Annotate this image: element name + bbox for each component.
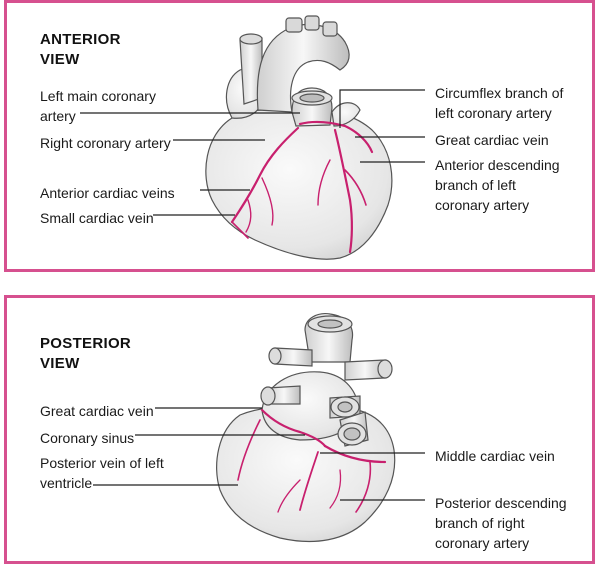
label-anterior-cardiac-veins: Anterior cardiac veins <box>40 185 175 201</box>
label-posterior-vein-left-ventricle: Posterior vein of left ventricle <box>40 455 164 491</box>
anterior-heart-body <box>205 108 393 260</box>
label-left-main-coronary-artery: Left main coronary artery <box>40 88 156 124</box>
label-circumflex-branch: Circumflex branch of left coronary arter… <box>435 85 564 121</box>
anterior-leader-lines <box>80 89 425 216</box>
label-anterior-descending-branch: Anterior descending branch of left coron… <box>435 157 560 213</box>
label-coronary-sinus: Coronary sinus <box>40 430 135 446</box>
posterior-coronary-vessels <box>237 408 387 513</box>
posterior-view-title: POSTERIOR VIEW <box>40 335 132 372</box>
posterior-heart-illustration <box>216 313 396 543</box>
anterior-aorta <box>256 23 350 113</box>
label-great-cardiac-vein-posterior: Great cardiac vein <box>40 403 154 419</box>
label-great-cardiac-vein-anterior: Great cardiac vein <box>435 132 549 148</box>
posterior-leader-lines <box>93 407 425 501</box>
label-right-coronary-artery: Right coronary artery <box>40 135 171 151</box>
anterior-heart-illustration <box>205 15 393 260</box>
label-small-cardiac-vein: Small cardiac vein <box>40 210 154 226</box>
label-middle-cardiac-vein: Middle cardiac vein <box>435 448 555 464</box>
anterior-view-title: ANTERIOR VIEW <box>40 31 121 68</box>
anterior-coronary-vessels <box>230 120 374 254</box>
label-posterior-descending-branch: Posterior descending branch of right cor… <box>435 495 567 551</box>
